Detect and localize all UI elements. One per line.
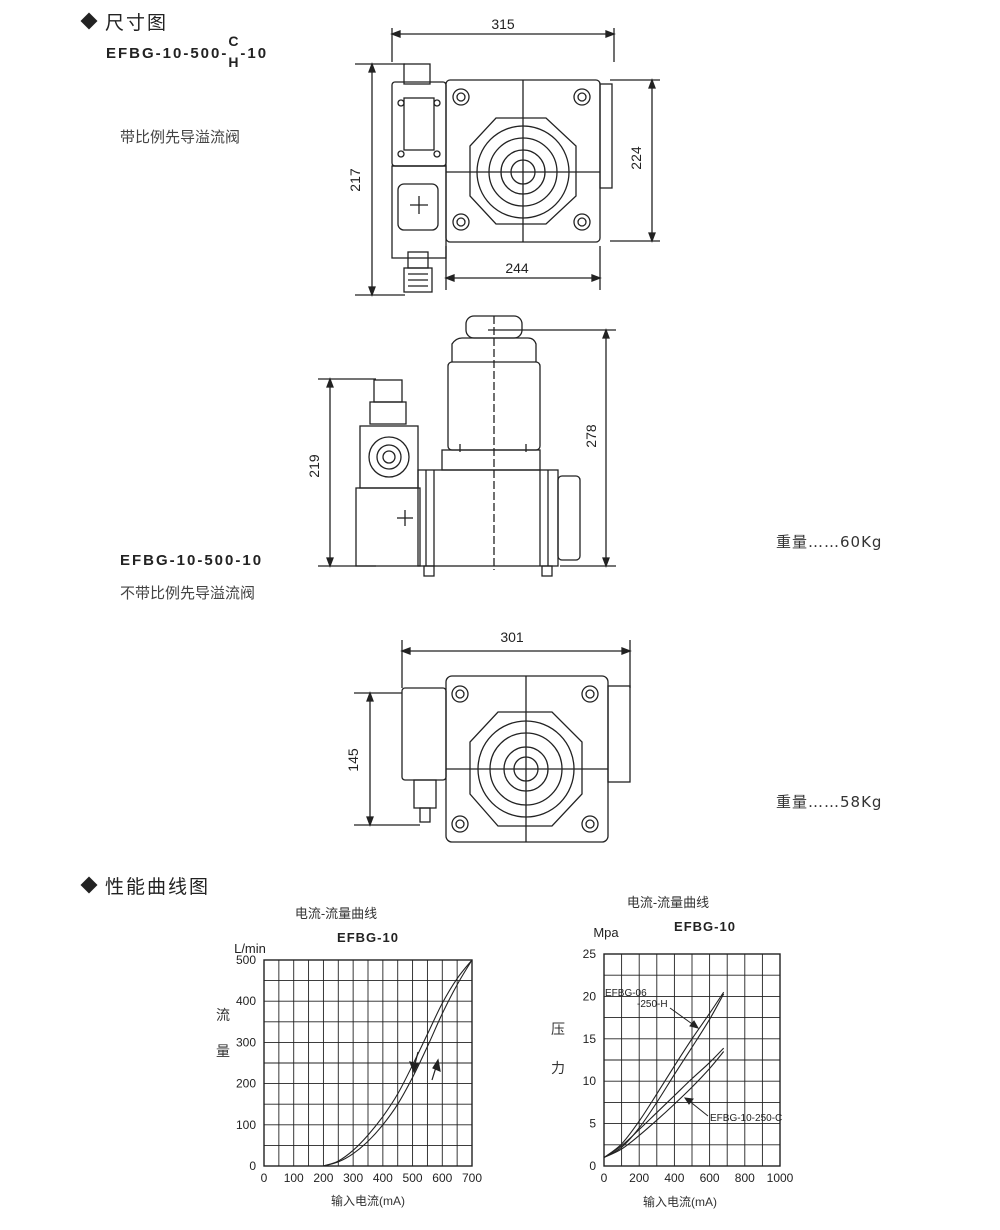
chart2-yunit: Mpa <box>593 925 619 940</box>
series-curve-3 <box>603 1047 725 1158</box>
x-tick-label: 500 <box>403 1171 423 1185</box>
chart1-yunit: L/min <box>234 941 266 956</box>
dimensions-section-title: 尺寸图 <box>80 8 169 35</box>
y-tick-label: 20 <box>583 989 597 1003</box>
chart1-title: 电流-流量曲线 <box>295 906 377 921</box>
chart2-ylabel-1: 压 <box>551 1021 565 1037</box>
y-tick-label: 400 <box>236 994 256 1008</box>
y-tick-label: 5 <box>589 1117 596 1131</box>
x-tick-label: 100 <box>284 1171 304 1185</box>
x-tick-label: 300 <box>343 1171 363 1185</box>
valve2-description: 不带比例先导溢流阀 <box>120 584 256 602</box>
y-tick-label: 0 <box>249 1159 256 1173</box>
series-curve-0 <box>603 993 725 1159</box>
y-tick-label: 300 <box>236 1035 256 1049</box>
y-tick-label: 200 <box>236 1077 256 1091</box>
y-tick-label: 0 <box>589 1159 596 1173</box>
plot-frame <box>603 953 781 1167</box>
valve2-model: EFBG-10-500-10 <box>120 552 264 569</box>
x-tick-label: 1000 <box>767 1171 794 1185</box>
y-tick-label: 500 <box>236 953 256 967</box>
x-tick-label: 700 <box>462 1171 482 1185</box>
weight-58: 重量……58Kg <box>776 793 883 811</box>
dim-217: 217 <box>347 168 363 192</box>
valve1-model-suffix: -10 <box>240 45 269 62</box>
x-tick-label: 800 <box>735 1171 755 1185</box>
chart2-title: 电流-流量曲线 <box>627 895 709 910</box>
series-curve-0 <box>323 959 473 1167</box>
performance-title-text: 性能曲线图 <box>105 876 211 898</box>
y-tick-label: 10 <box>583 1074 597 1088</box>
valve1-description: 带比例先导溢流阀 <box>120 128 241 146</box>
dim-315: 315 <box>491 16 515 32</box>
valve1-model-bottom: H <box>228 54 241 70</box>
dim-278: 278 <box>583 424 599 448</box>
chart1-ylabel-1: 流 <box>216 1007 230 1023</box>
dim-244: 244 <box>505 260 529 276</box>
y-tick-label: 15 <box>583 1032 597 1046</box>
series-curve-2 <box>603 1051 725 1159</box>
x-tick-label: 0 <box>261 1171 268 1185</box>
dimensions-title-text: 尺寸图 <box>105 12 169 34</box>
x-tick-label: 600 <box>700 1171 720 1185</box>
x-tick-label: 0 <box>601 1171 608 1185</box>
valve1-model-prefix: EFBG-10-500- <box>106 45 229 62</box>
x-tick-label: 400 <box>664 1171 684 1185</box>
y-tick-label: 25 <box>583 947 597 961</box>
x-tick-label: 600 <box>432 1171 452 1185</box>
chart2-xlabel: 输入电流(mA) <box>643 1194 717 1209</box>
diamond-bullet-icon <box>80 876 98 894</box>
dim-145: 145 <box>345 748 361 772</box>
performance-section-title: 性能曲线图 <box>80 872 211 899</box>
chart2-annotation-3: EFBG-10-250-C <box>710 1113 782 1124</box>
diamond-bullet-icon <box>80 12 98 30</box>
chart1-xlabel: 输入电流(mA) <box>331 1193 405 1208</box>
chart1-subtitle: EFBG-10 <box>337 930 399 945</box>
x-tick-label: 200 <box>313 1171 333 1185</box>
weight-60: 重量……60Kg <box>776 533 883 551</box>
y-tick-label: 100 <box>236 1118 256 1132</box>
series-curve-1 <box>323 959 473 1167</box>
chart2-subtitle: EFBG-10 <box>674 919 736 934</box>
dim-301: 301 <box>500 629 524 645</box>
plot-frame <box>263 959 473 1167</box>
dim-219: 219 <box>306 454 322 478</box>
x-tick-label: 400 <box>373 1171 393 1185</box>
dim-224: 224 <box>628 146 644 170</box>
chart2-ylabel-2: 力 <box>551 1060 565 1076</box>
chart1-ylabel-2: 量 <box>216 1043 230 1059</box>
x-tick-label: 200 <box>629 1171 649 1185</box>
chart2-annotation-1: EFBG-06 <box>605 988 647 999</box>
series-curve-1 <box>603 991 725 1158</box>
valve1-model-top: C <box>228 33 241 49</box>
chart2-annotation-2: -250-H <box>637 999 668 1010</box>
